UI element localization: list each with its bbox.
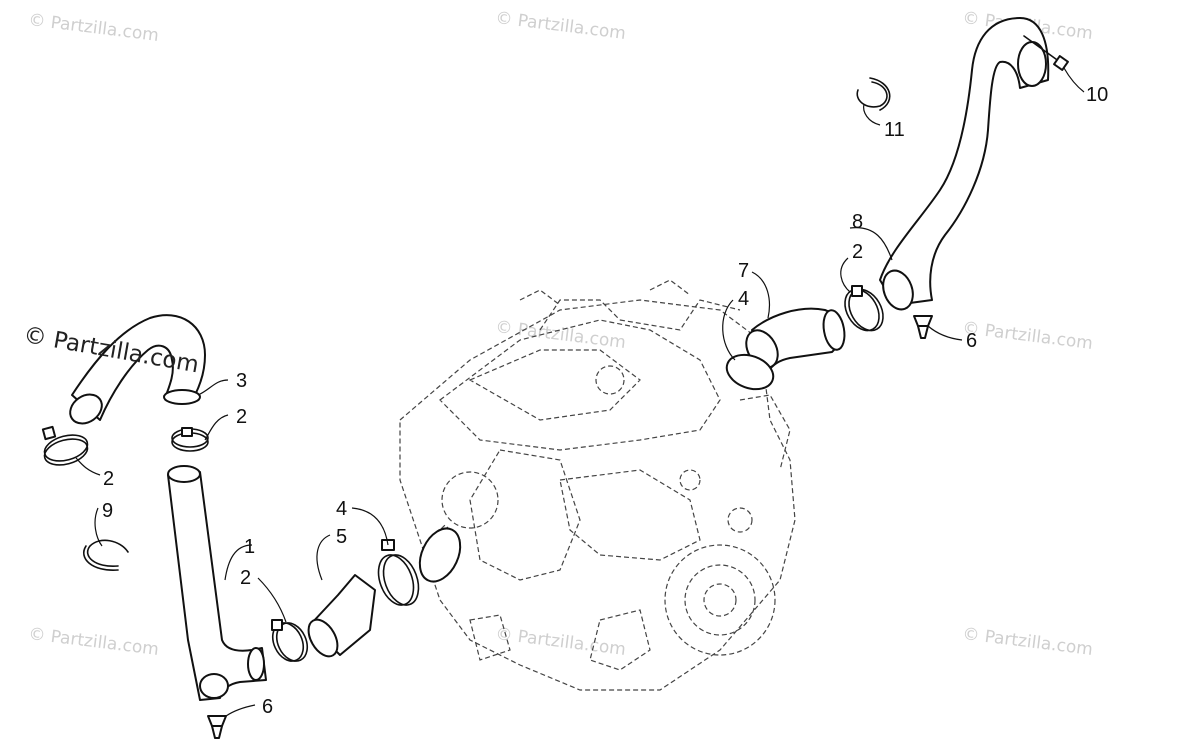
- push-rivet-lower: [207, 715, 227, 739]
- clamp-upper-left: [41, 425, 89, 466]
- snap-ring-left: [86, 539, 129, 567]
- gasket-ring-right: [725, 353, 775, 391]
- hose-upper-right: [879, 17, 1050, 311]
- callout-9: 9: [102, 500, 113, 522]
- snap-ring-right: [856, 81, 888, 108]
- callout-1: 1: [244, 536, 255, 558]
- callout-2-upper-left: 2: [103, 468, 114, 490]
- elbow-hose-right: [745, 307, 846, 373]
- clamp-lower-mid: [377, 539, 420, 606]
- callout-6-right: 6: [966, 330, 977, 352]
- callout-6-lower: 6: [262, 696, 273, 718]
- callout-5: 5: [336, 526, 347, 548]
- callout-8: 8: [852, 211, 863, 233]
- screw-upper-right: [1023, 35, 1069, 71]
- pipe-long-left: [167, 465, 267, 701]
- callout-3: 3: [236, 370, 247, 392]
- hose-upper-left: [69, 314, 206, 425]
- callout-10: 10: [1086, 84, 1108, 106]
- snap-ring-right-inner: [869, 77, 891, 111]
- callout-4-right: 4: [738, 288, 749, 310]
- engine-phantom: [399, 279, 796, 691]
- gasket-ring-left: [418, 527, 462, 583]
- leader-lines: [75, 67, 1085, 717]
- snap-ring-left-inner: [83, 545, 119, 571]
- callout-4-left: 4: [336, 498, 347, 520]
- callout-2-right: 2: [852, 241, 863, 263]
- clamp-lower-left: [271, 619, 309, 662]
- coupler-left: [307, 574, 376, 658]
- callout-11: 11: [884, 119, 905, 141]
- clamp-right: [844, 285, 884, 332]
- clamp-upper-mid: [171, 427, 209, 452]
- push-rivet-right: [913, 315, 933, 339]
- callout-2-lower-left: 2: [240, 567, 251, 589]
- callout-7: 7: [738, 260, 749, 282]
- callout-2-upper-mid: 2: [236, 406, 247, 428]
